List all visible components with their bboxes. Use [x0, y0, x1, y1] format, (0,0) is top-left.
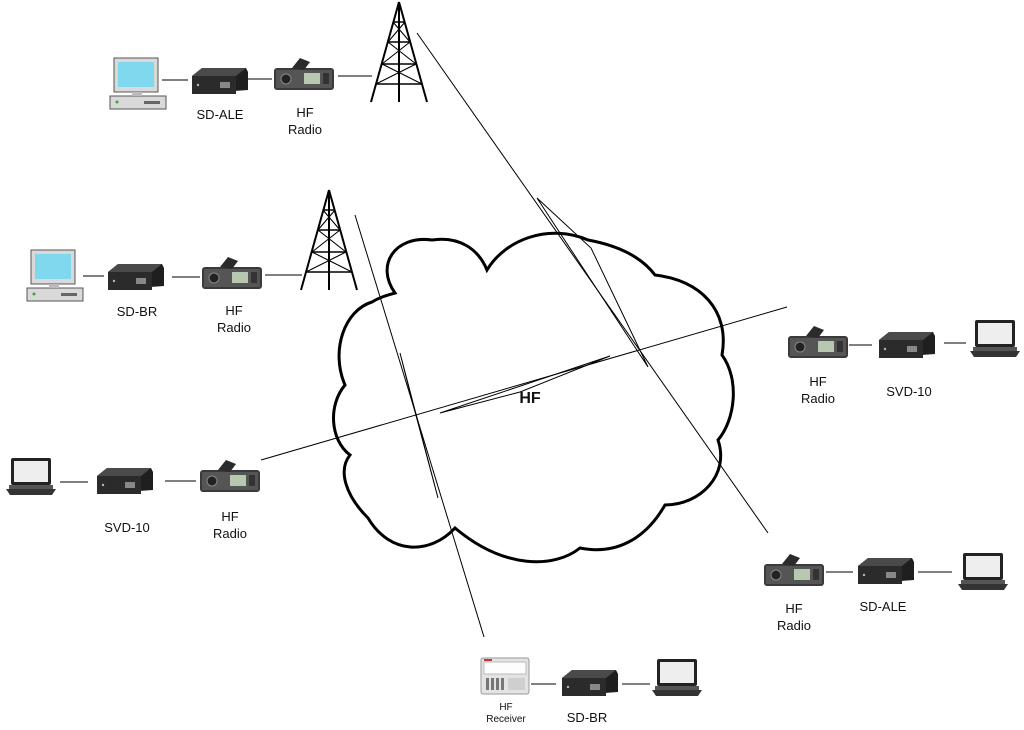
radio-label: HF Radio	[217, 303, 251, 335]
modem-label: SD-ALE	[196, 107, 244, 122]
hf-radio-icon	[763, 553, 825, 587]
modem-box-icon	[192, 68, 248, 94]
lightning-bolt-1	[536, 197, 649, 368]
laptop-icon	[970, 320, 1020, 357]
laptop-icon	[652, 659, 702, 696]
hf-radio-icon	[201, 256, 263, 290]
hf-receiver-icon	[480, 657, 530, 695]
antenna-tower-icon	[370, 1, 428, 103]
hf-radio-icon	[787, 325, 849, 359]
radio-label: HF Radio	[777, 601, 811, 633]
modem-label: SVD-10	[886, 384, 932, 399]
modem-box-icon	[858, 558, 914, 584]
lightning-bolt-2	[399, 352, 439, 499]
radio-links	[260, 32, 788, 638]
modem-label: SD-BR	[566, 710, 608, 725]
cloud-label: HF	[519, 390, 541, 407]
radio-label: HF Radio	[213, 509, 247, 541]
hf-radio-icon	[199, 459, 261, 493]
radio-label: HF Radio	[288, 105, 322, 137]
hf-radio-icon	[273, 57, 335, 91]
hf-cloud	[332, 231, 735, 564]
modem-label: SD-BR	[116, 304, 158, 319]
modem-label: SD-ALE	[859, 599, 907, 614]
modem-label: SVD-10	[104, 520, 150, 535]
desktop-computer-icon	[109, 57, 167, 110]
desktop-computer-icon	[26, 249, 84, 302]
lightning-bolt-3	[439, 355, 611, 414]
modem-box-icon	[879, 332, 935, 358]
connector-lines	[60, 75, 966, 685]
modem-box-icon	[97, 468, 153, 494]
antenna-tower-icon	[300, 189, 358, 291]
receiver-label: HF Receiver	[486, 702, 526, 725]
laptop-icon	[958, 553, 1008, 590]
modem-box-icon	[562, 670, 618, 696]
radio-label: HF Radio	[801, 374, 835, 406]
laptop-icon	[6, 458, 56, 495]
modem-box-icon	[108, 264, 164, 290]
